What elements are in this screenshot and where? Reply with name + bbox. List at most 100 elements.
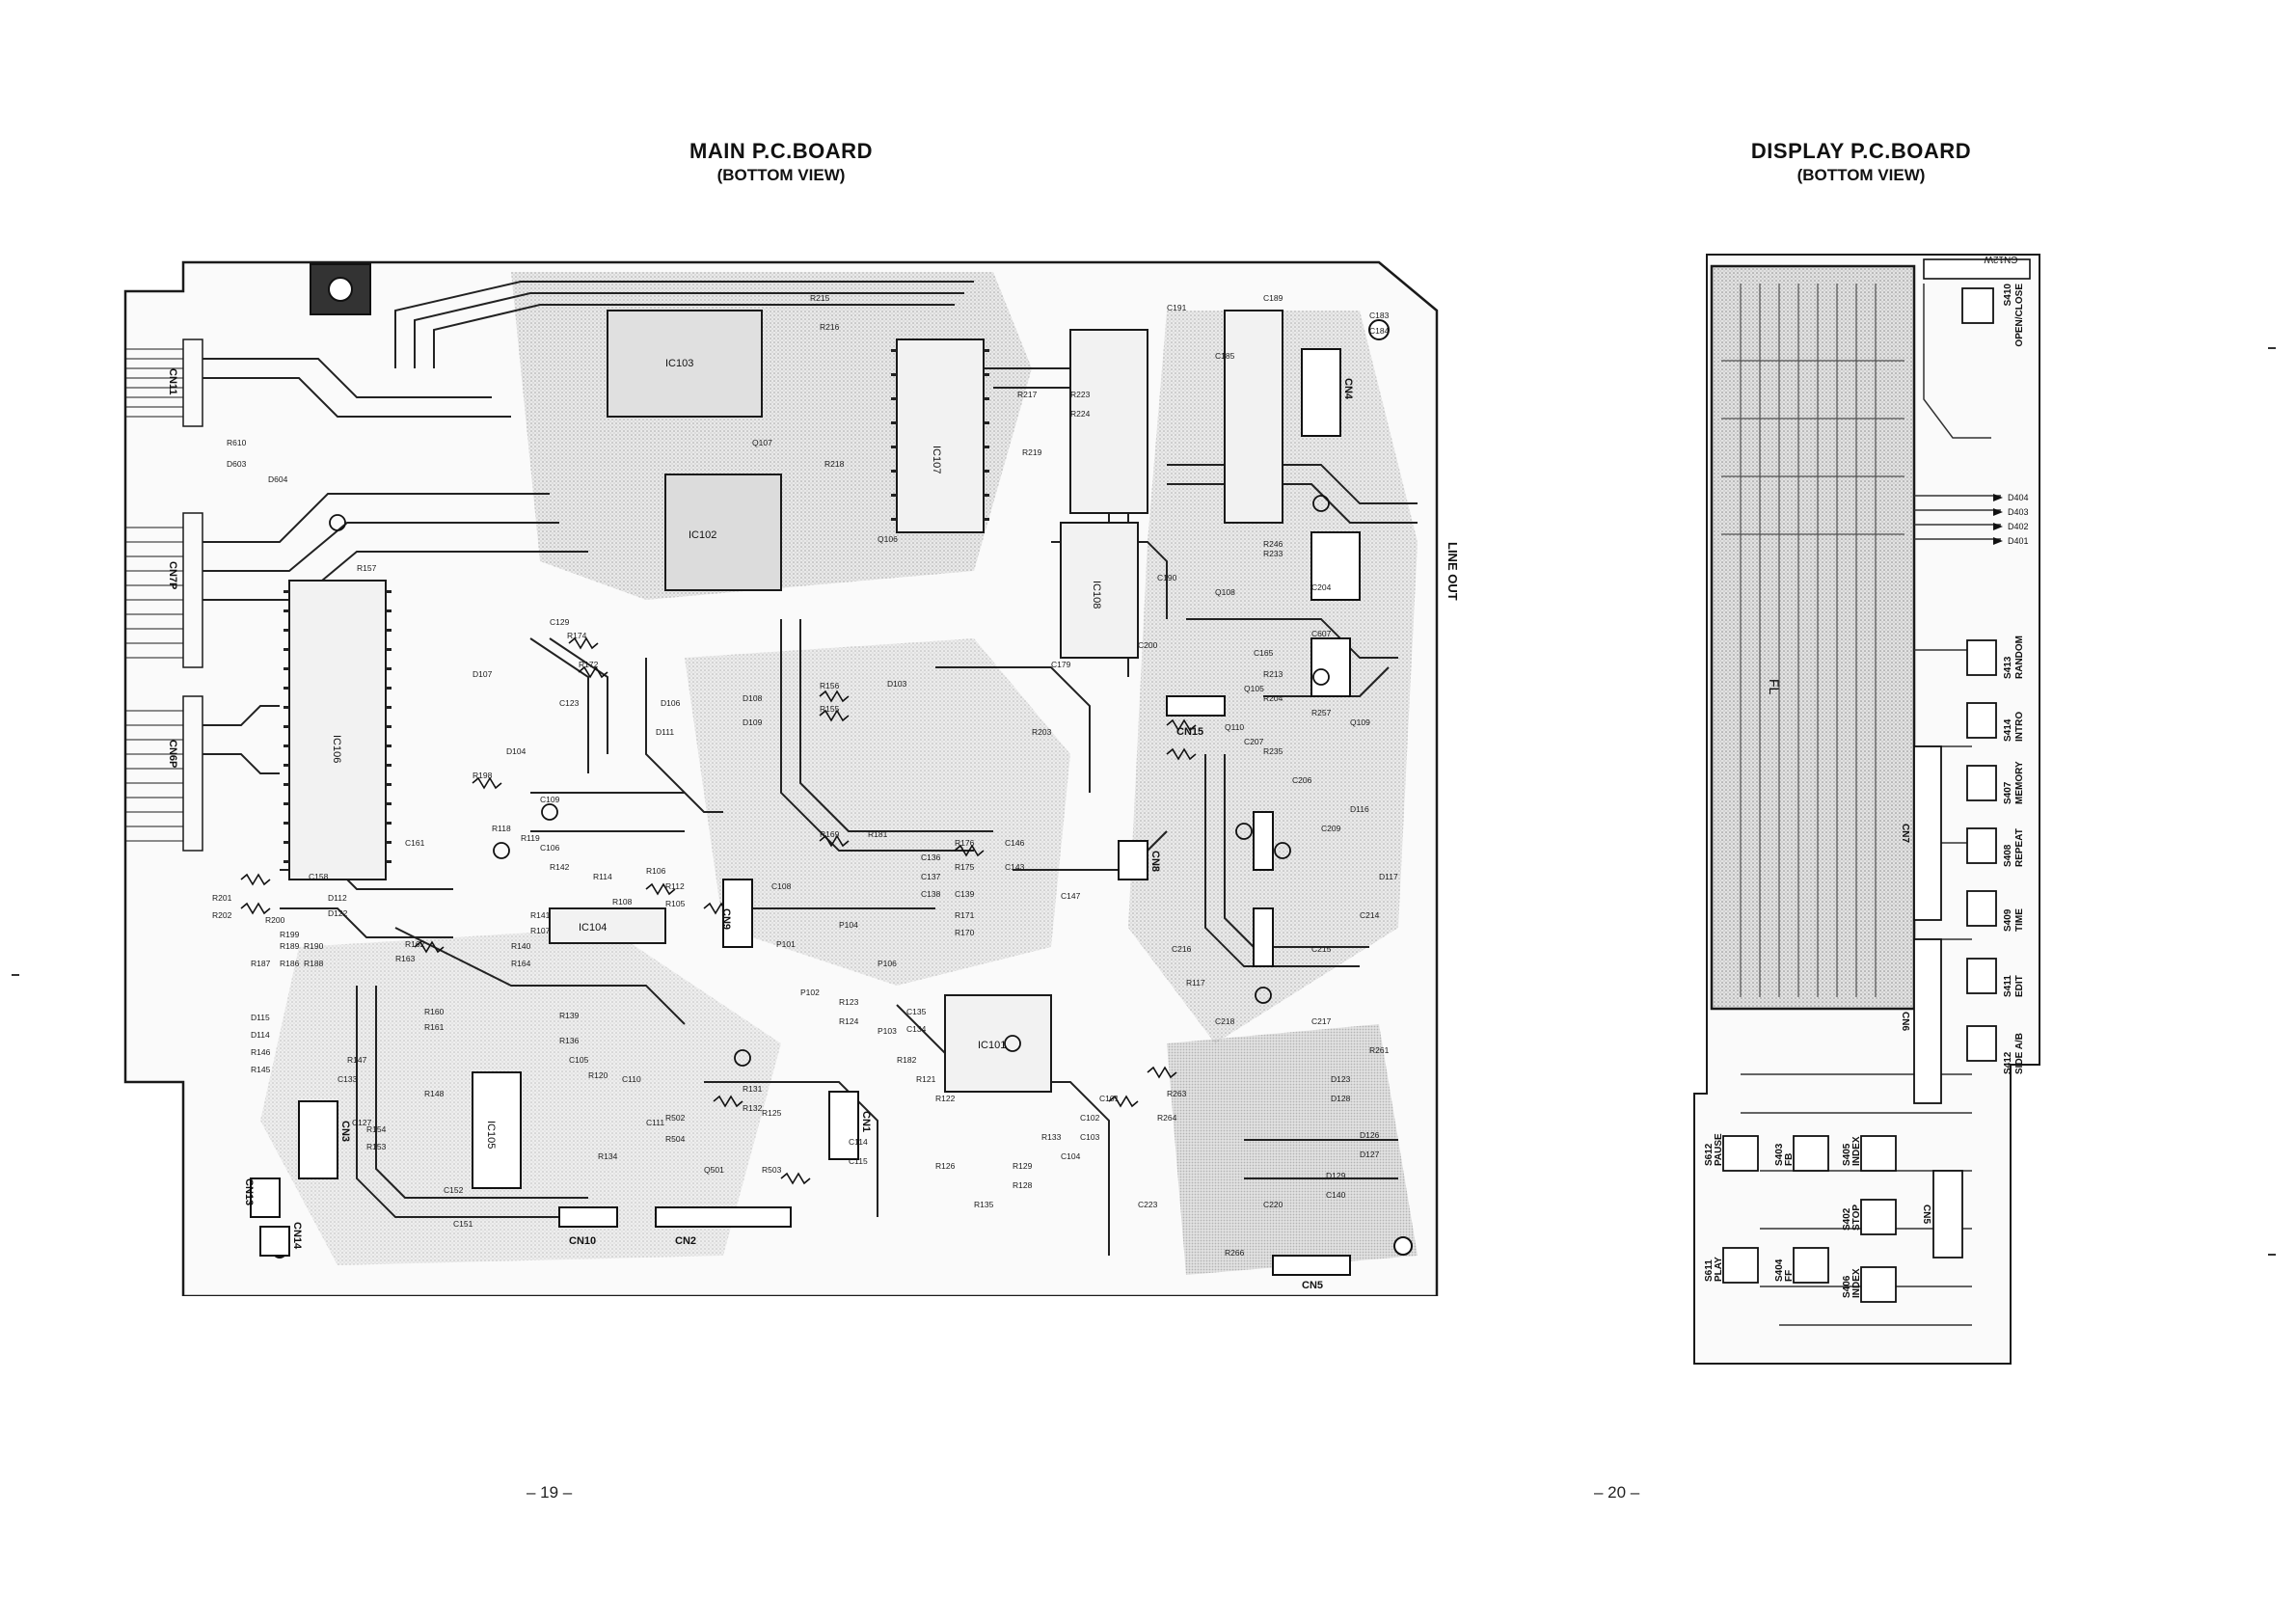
- part-label: C138: [921, 889, 941, 899]
- switch-name: INDEX: [1851, 1136, 1862, 1166]
- connector-label: CN2: [675, 1235, 696, 1247]
- part-label: R125: [762, 1108, 782, 1118]
- switch-name: MEMORY: [2014, 761, 2025, 804]
- part-label: R235: [1263, 746, 1283, 756]
- part-label: D114: [251, 1030, 270, 1040]
- part-label: D603: [227, 459, 247, 469]
- part-label: C183: [1369, 311, 1390, 320]
- part-label: R108: [612, 897, 633, 907]
- part-label: C216: [1172, 944, 1192, 954]
- part-label: D103: [887, 679, 907, 689]
- ic-label: IC102: [689, 529, 716, 541]
- part-label: D112: [328, 893, 347, 903]
- part-label: C108: [771, 881, 792, 891]
- part-label: C115: [849, 1156, 868, 1166]
- part-label: R126: [935, 1161, 956, 1171]
- part-label: R163: [395, 954, 416, 963]
- part-label: C147: [1061, 891, 1081, 901]
- connector-label: CN14: [291, 1222, 303, 1250]
- part-label: C127: [352, 1118, 372, 1127]
- part-label: C109: [540, 795, 560, 804]
- part-label: Q109: [1350, 717, 1370, 727]
- part-label: D109: [743, 717, 763, 727]
- part-label: R263: [1167, 1089, 1187, 1098]
- connector-label: CN10: [569, 1235, 596, 1247]
- part-label: R199: [280, 930, 300, 939]
- part-label: R145: [251, 1065, 271, 1074]
- part-label: R216: [820, 322, 840, 332]
- part-label: C207: [1244, 737, 1264, 746]
- ic-label: IC101: [978, 1040, 1006, 1051]
- part-label: R162: [405, 939, 425, 949]
- led-icon: [1993, 523, 2003, 530]
- part-label: D123: [1331, 1074, 1351, 1084]
- part-label: D117: [1379, 872, 1398, 881]
- part-label: C223: [1138, 1200, 1158, 1209]
- switch-name: FB: [1784, 1153, 1795, 1166]
- fl-display-grid: [1721, 284, 1904, 997]
- part-label: R213: [1263, 669, 1283, 679]
- switch-name: FF: [1784, 1270, 1795, 1282]
- part-label: R160: [424, 1007, 445, 1016]
- display-switches-lower: [1722, 1135, 1897, 1303]
- part-label: Q108: [1215, 587, 1235, 597]
- part-label: R139: [559, 1011, 580, 1020]
- connector-label: CN5: [1921, 1204, 1931, 1224]
- ic108-body: [1060, 522, 1139, 659]
- ic-label-group: IC102 IC106 IC101 IC104 IC107 IC108 IC10…: [331, 358, 1102, 1149]
- display-board-title-text: DISPLAY P.C.BOARD: [1750, 139, 1972, 163]
- part-label: C152: [444, 1185, 464, 1195]
- part-label: R198: [473, 771, 493, 780]
- part-label: C123: [559, 698, 580, 708]
- part-label: C111: [646, 1118, 664, 1127]
- switch-name: PLAY: [1714, 1257, 1724, 1282]
- part-label: R181: [868, 829, 888, 839]
- switch-labels-lower: S612 PAUSE S611 PLAY S403 FB S404 FF S40…: [1704, 1133, 1862, 1298]
- ic106-body: [288, 580, 387, 880]
- part-label: D128: [1331, 1094, 1351, 1103]
- margin-mark: [2268, 347, 2276, 349]
- part-label: R123: [839, 997, 859, 1007]
- part-label: C206: [1292, 775, 1312, 785]
- part-label: R120: [588, 1070, 608, 1080]
- part-label: R142: [550, 862, 570, 872]
- part-label: C110: [622, 1074, 641, 1084]
- part-label: R114: [593, 872, 612, 881]
- part-label: R112: [665, 881, 685, 891]
- part-label: C129: [550, 617, 570, 627]
- part-label: C137: [921, 872, 941, 881]
- page-number-right: – 20 –: [1594, 1483, 1640, 1502]
- led-icon: [1993, 537, 2003, 545]
- switch-name: SIDE A/B: [2014, 1033, 2025, 1074]
- connector-label: CN3: [339, 1121, 351, 1142]
- part-label: R610: [227, 438, 247, 447]
- part-label: R129: [1013, 1161, 1033, 1171]
- part-label: D107: [473, 669, 493, 679]
- ic-label: IC104: [579, 922, 607, 934]
- part-label: C161: [405, 838, 425, 848]
- part-label: C184: [1369, 326, 1390, 336]
- led-icon: [1993, 508, 2003, 516]
- part-label: C146: [1005, 838, 1025, 848]
- part-label: R117: [1186, 978, 1205, 988]
- connector-label: CN8: [1149, 851, 1161, 872]
- part-label: R175: [955, 862, 975, 872]
- part-label: R121: [916, 1074, 936, 1084]
- switch-ref: S413: [2003, 656, 2013, 679]
- part-label: D104: [506, 746, 527, 756]
- copper-region-lower-right: [1167, 1024, 1418, 1275]
- display-connector-labels: CN7 CN6 CN5: [1900, 824, 1931, 1224]
- part-label: P104: [839, 920, 858, 930]
- part-label: R215: [810, 293, 830, 303]
- part-label: C135: [906, 1007, 927, 1016]
- part-label: Q501: [704, 1165, 724, 1175]
- ic-right-body: [1224, 310, 1283, 524]
- cn12w-connector: [1923, 258, 2031, 280]
- switch-name: REPEAT: [2014, 828, 2025, 867]
- part-label: C143: [1005, 862, 1025, 872]
- part-label: Q110: [1225, 722, 1244, 732]
- part-label: R202: [212, 910, 232, 920]
- part-label: C133: [338, 1074, 358, 1084]
- ic107-body: [896, 338, 985, 533]
- connector-label: CN12W: [1984, 254, 2018, 264]
